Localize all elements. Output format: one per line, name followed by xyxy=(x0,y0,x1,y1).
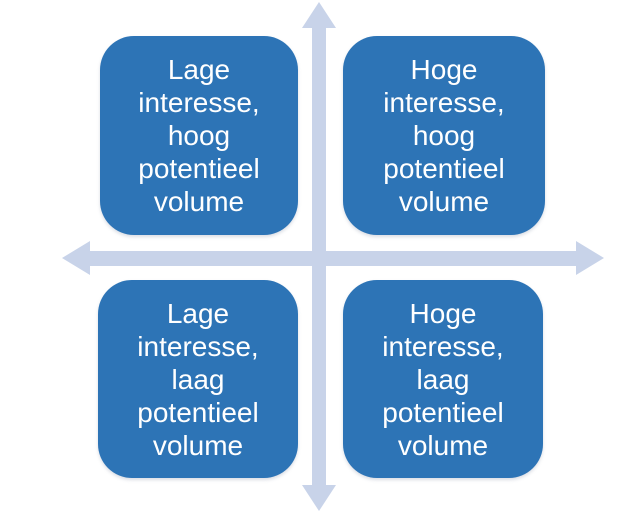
quadrant-label-line: Hoge xyxy=(409,297,477,329)
quadrant-label-line: Lage xyxy=(166,297,230,329)
quadrant-label-line: volume xyxy=(153,186,245,217)
quadrant-top-right: Hoge interesse, hoog potentieel volume xyxy=(343,36,545,235)
horizontal-axis-double-arrow-icon xyxy=(62,241,604,275)
quadrant-bottom-right: Hoge interesse, laag potentieel volume xyxy=(343,280,543,478)
quadrant-label-line: potentieel xyxy=(382,396,504,428)
quadrant-label-line: potentieel xyxy=(137,396,259,428)
quadrant-top-left: Lage interesse, hoog potentieel volume xyxy=(100,36,298,235)
quadrant-label-line: Hoge xyxy=(410,54,478,85)
quadrant-label-line: laag xyxy=(416,363,470,395)
quadrant-label-line: volume xyxy=(397,429,489,461)
quadrant-label-line: laag xyxy=(171,363,225,395)
quadrant-label-line: interesse, xyxy=(137,330,259,362)
vertical-axis-double-arrow-icon xyxy=(302,2,336,511)
quadrant-label-line: hoog xyxy=(167,120,231,151)
quadrant-label-line: volume xyxy=(152,429,244,461)
quadrant-label-line: Lage xyxy=(167,54,231,85)
quadrant-label-line: hoog xyxy=(412,120,476,151)
quadrant-bottom-left: Lage interesse, laag potentieel volume xyxy=(98,280,298,478)
quadrant-label-line: potentieel xyxy=(383,153,505,184)
quadrant-label-line: potentieel xyxy=(138,153,260,184)
quadrant-label-line: interesse, xyxy=(138,87,260,118)
quadrant-label-line: volume xyxy=(398,186,490,217)
quadrant-label-line: interesse, xyxy=(382,330,504,362)
quadrant-label-line: interesse, xyxy=(383,87,505,118)
